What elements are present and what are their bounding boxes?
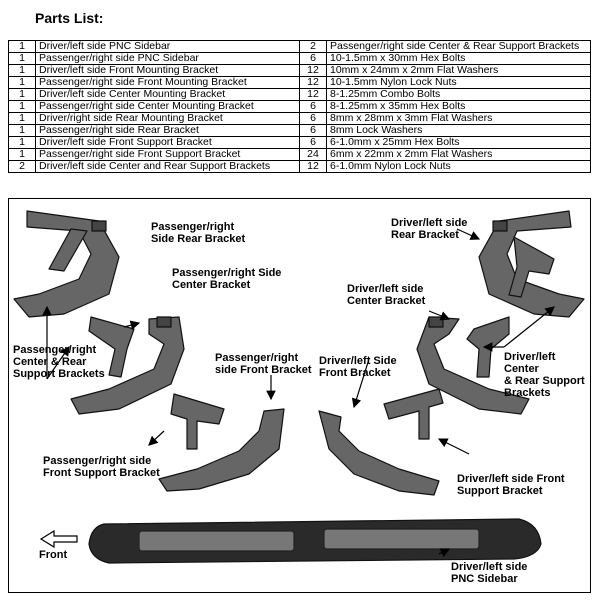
parts-desc-cell: 6-1.0mm Nylon Lock Nuts	[326, 160, 591, 173]
parts-desc-cell: Passenger/right side Front Support Brack…	[35, 148, 300, 161]
parts-qty-cell: 1	[8, 124, 36, 137]
parts-qty-cell: 1	[8, 40, 36, 53]
parts-qty-cell: 1	[8, 148, 36, 161]
parts-desc-cell: Driver/right side Rear Mounting Bracket	[35, 112, 300, 125]
parts-desc-cell: 10-1.5mm Nylon Lock Nuts	[326, 76, 591, 89]
parts-desc-cell: Passenger/right side Rear Bracket	[35, 124, 300, 137]
passenger-center-bracket	[70, 316, 185, 415]
parts-desc-cell: Driver/left side Front Mounting Bracket	[35, 64, 300, 77]
parts-qty-cell: 12	[299, 76, 327, 89]
parts-desc-cell: Passenger/right side Front Mounting Brac…	[35, 76, 300, 89]
parts-qty-cell: 1	[8, 76, 36, 89]
parts-desc-cell: Driver/left side Center Mounting Bracket	[35, 88, 300, 101]
parts-desc-cell: Passenger/right side PNC Sidebar	[35, 52, 300, 65]
parts-qty-cell: 2	[299, 40, 327, 53]
parts-desc-cell: 10-1.5mm x 30mm Hex Bolts	[326, 52, 591, 65]
driver-rear-bracket	[478, 210, 585, 318]
parts-qty-cell: 6	[299, 136, 327, 149]
passenger-front-bracket	[158, 408, 285, 492]
label-front: Front	[39, 549, 68, 561]
parts-qty-cell: 12	[299, 160, 327, 173]
parts-qty-cell: 6	[299, 52, 327, 65]
parts-qty-cell: 1	[8, 112, 36, 125]
parts-qty-cell: 2	[8, 160, 36, 173]
parts-qty-cell: 12	[299, 64, 327, 77]
parts-desc-cell: 8mm Lock Washers	[326, 124, 591, 137]
parts-list-title: Parts List:	[35, 10, 104, 26]
parts-desc-cell: Driver/left side Center and Rear Support…	[35, 160, 300, 173]
parts-qty-cell: 1	[8, 64, 36, 77]
parts-desc-cell: 10mm x 24mm x 2mm Flat Washers	[326, 64, 591, 77]
parts-qty-cell: 6	[299, 100, 327, 113]
parts-qty-cell: 1	[8, 52, 36, 65]
parts-qty-cell: 6	[299, 124, 327, 137]
passenger-front-support-bracket	[170, 393, 225, 450]
parts-qty-cell: 24	[299, 148, 327, 161]
parts-desc-cell: 8-1.25mm x 35mm Hex Bolts	[326, 100, 591, 113]
diagram-drawing	[13, 210, 585, 564]
parts-qty-cell: 1	[8, 136, 36, 149]
parts-desc-cell: Driver/left side Front Support Bracket	[35, 136, 300, 149]
front-arrow	[39, 529, 78, 549]
parts-desc-cell: 8-1.25mm Combo Bolts	[326, 88, 591, 101]
driver-front-support-bracket	[383, 388, 444, 440]
driver-front-bracket	[318, 410, 440, 496]
parts-qty-cell: 1	[8, 88, 36, 101]
passenger-rear-bracket	[13, 210, 120, 318]
parts-qty-cell: 6	[299, 112, 327, 125]
parts-qty-cell: 12	[299, 88, 327, 101]
pnc-sidebar	[88, 518, 542, 564]
parts-desc-cell: Passenger/right side Center & Rear Suppo…	[326, 40, 591, 53]
parts-desc-cell: 6-1.0mm x 25mm Hex Bolts	[326, 136, 591, 149]
parts-desc-cell: 6mm x 22mm x 2mm Flat Washers	[326, 148, 591, 161]
parts-desc-cell: Driver/left side PNC Sidebar	[35, 40, 300, 53]
parts-qty-cell: 1	[8, 100, 36, 113]
parts-desc-cell: Passenger/right side Center Mounting Bra…	[35, 100, 300, 113]
parts-desc-cell: 8mm x 28mm x 3mm Flat Washers	[326, 112, 591, 125]
